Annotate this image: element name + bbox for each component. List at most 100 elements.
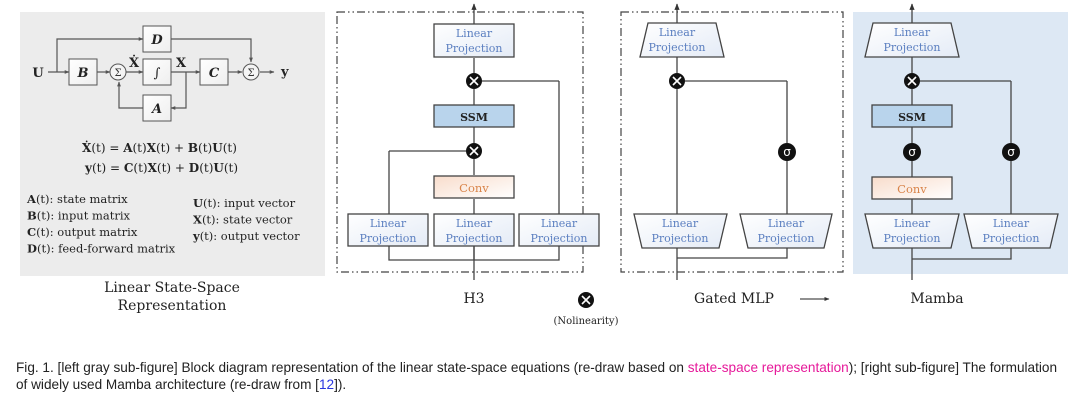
block-A-label: A [150,102,162,117]
block-D: D [142,25,172,53]
legend-item: X(t): state vector [193,213,293,227]
times-glyph [469,76,479,86]
h3-ssm-block: SSM [433,104,515,128]
proj-label-line1: Linear [993,217,1030,230]
proj-label-line2: Projection [445,232,502,245]
mamba-conv-block: Conv [871,176,953,200]
times-glyph [907,76,917,86]
gated-mlp-label: Gated MLP [694,291,774,307]
gated-mlp-dashdot-border [620,11,844,273]
mamba-sigma-gate-left: σ [903,143,921,161]
gated-mlp-multiply-node [669,73,685,89]
multiply-icon [578,292,594,308]
sum-symbol: Σ [247,68,254,79]
ssm-label: SSM [460,111,488,124]
state-equation: Ẋ(t) = A(t)X(t) + B(t)U(t) [82,140,237,155]
signal-state-derivative: Ẋ [129,55,140,71]
h3-middle-linear-projection: Linear Projection [433,213,515,247]
block-A: A [142,94,172,122]
mamba-ssm-block: SSM [871,104,953,128]
gated-mlp-top-linear-projection: Linear Projection [639,22,725,58]
state-space-representation-link[interactable]: state-space representation [687,360,849,375]
times-glyph [469,146,479,156]
signal-input-U: U [32,66,44,81]
sigma-glyph: σ [908,145,916,159]
figure-caption: Fig. 1. [left gray sub-figure] Block dia… [16,359,1066,393]
proj-label-line1: Linear [768,217,805,230]
sigma-glyph: σ [1007,145,1015,159]
h3-dashdot-border [336,11,584,273]
h3-top-linear-projection: Linear Projection [433,23,515,58]
gated-mlp-sigma-gate: σ [778,143,796,161]
block-C-label: C [209,66,220,81]
h3-multiply-node-top [466,73,482,89]
block-integrator: ∫ [142,58,172,86]
proj-label-line2: Projection [445,42,502,55]
legend-item: B(t): input matrix [27,209,131,223]
h3-label: H3 [463,291,484,307]
sum-junction-output: Σ [242,63,260,81]
proj-label-line2: Projection [651,232,708,245]
gated-mlp-left-linear-projection: Linear Projection [633,213,728,249]
proj-label-line2: Projection [359,232,416,245]
left-panel-title-line1: Linear State-Space [104,280,240,296]
block-diagram-wires [48,37,275,110]
ssm-label: SSM [898,111,926,124]
times-glyph [581,295,591,305]
proj-label-line1: Linear [894,217,931,230]
reference-12-link[interactable]: 12 [318,377,335,392]
h3-panel: Linear Projection SSM Conv Linear Projec… [336,3,600,307]
mamba-left-linear-projection: Linear Projection [864,213,960,249]
left-panel-background [20,12,325,276]
times-glyph [672,76,682,86]
conv-label: Conv [459,181,489,195]
h3-multiply-node-bottom [466,143,482,159]
proj-label-line1: Linear [456,27,493,40]
caption-suffix: ]). [334,377,347,392]
gated-mlp-right-linear-projection: Linear Projection [739,213,833,249]
h3-conv-block: Conv [433,175,515,199]
block-B: B [68,58,98,86]
legend-item: A(t): state matrix [26,192,128,206]
left-panel-title-line2: Representation [118,298,227,314]
gated-mlp-wires [674,3,788,280]
legend-item: D(t): feed-forward matrix [27,242,176,256]
legend-item: y(t): output vector [192,229,300,243]
proj-label-line1: Linear [659,26,696,39]
sigma-glyph: σ [783,145,791,159]
caption-middle: ); [right sub-figure] The formulation of… [16,360,1057,392]
proj-label-line2: Projection [982,232,1039,245]
block-C: C [199,58,229,86]
proj-label-line1: Linear [541,217,578,230]
proj-label-line1: Linear [456,217,493,230]
legend-item: U(t): input vector [193,196,296,210]
mamba-top-linear-projection: Linear Projection [864,22,960,58]
h3-left-linear-projection: Linear Projection [347,213,429,247]
proj-label-line1: Linear [894,26,931,39]
signal-output-y: y [280,65,289,80]
mamba-sigma-gate-right: σ [1002,143,1020,161]
conv-label: Conv [897,182,927,196]
mamba-right-linear-projection: Linear Projection [963,213,1059,249]
mamba-panel: Linear Projection SSM σ σ Conv Linear Pr… [853,3,1068,307]
proj-label-line2: Projection [883,41,940,54]
integrator-label: ∫ [154,66,161,81]
proj-label-line1: Linear [662,217,699,230]
proj-label-line2: Projection [648,41,705,54]
sum-junction-state: Σ [109,63,127,81]
legend-item: C(t): output matrix [27,225,138,239]
state-equations: Ẋ(t) = A(t)X(t) + B(t)U(t) y(t) = C(t)X(… [82,140,238,175]
proj-label-line2: Projection [530,232,587,245]
h3-right-linear-projection: Linear Projection [518,213,600,247]
proj-label-line1: Linear [370,217,407,230]
caption-prefix: Fig. 1. [left gray sub-figure] Block dia… [16,360,688,375]
mamba-label: Mamba [910,291,963,307]
proj-label-line2: Projection [883,232,940,245]
h3-wires [388,3,560,280]
nonlinearity-legend: (Nolinearity) [554,292,619,327]
block-D-label: D [150,33,163,48]
gated-mlp-panel: Linear Projection σ Linear Projection Li… [620,3,844,307]
mamba-architecture-figure: D B ∫ C A Σ Σ U Ẋ X y [20,3,1068,327]
